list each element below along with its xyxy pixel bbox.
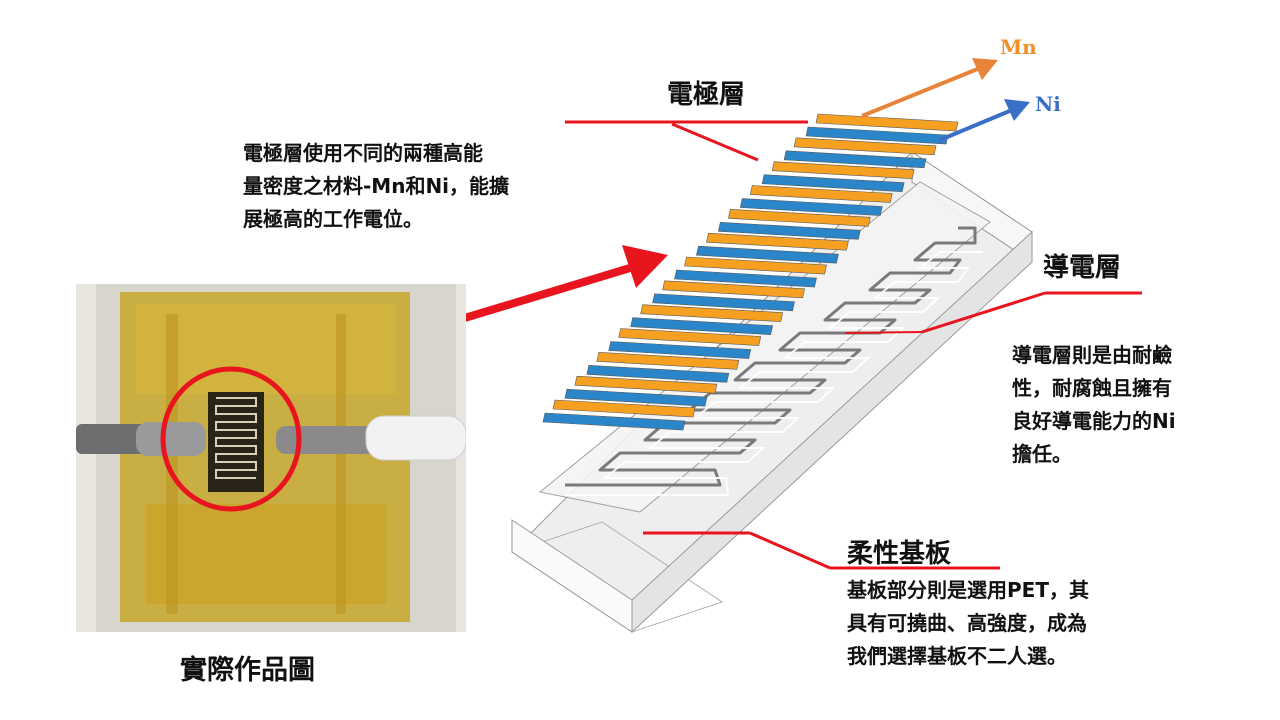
electrode-desc-line: 電極層使用不同的兩種高能 [243, 141, 483, 165]
substrate-desc-line: 我們選擇基板不二人選。 [847, 644, 1067, 668]
electrode-layer-description: 電極層使用不同的兩種高能 量密度之材料-Mn和Ni，能擴 展極高的工作電位。 [243, 137, 509, 236]
ni-electrode-strip [739, 198, 883, 216]
ni-electrode-strip [696, 245, 839, 264]
ni-electrode-strip [608, 341, 752, 359]
electrode-desc-line: 量密度之材料-Mn和Ni，能擴 [243, 174, 510, 198]
substrate-desc-line: 基板部分則是選用PET，其 [847, 578, 1089, 602]
serpentine-trace [565, 226, 977, 487]
mn-electrode-strip [552, 399, 696, 418]
conductive-desc-line: 導電層則是由耐鹼 [1012, 343, 1172, 367]
photo-caption: 實際作品圖 [180, 655, 315, 686]
substrate-title: 柔性基板 [847, 539, 952, 569]
mn-electrode-strip [793, 137, 937, 156]
conductive-desc-line: 性，耐腐蝕且擁有 [1012, 376, 1172, 400]
conductive-layer-title: 導電層 [1043, 253, 1122, 283]
mn-electrode-strip [771, 161, 915, 179]
electrode-layer [542, 113, 959, 431]
electrode-layer-title: 電極層 [667, 80, 746, 110]
mn-electrode-strip [640, 304, 784, 322]
conductive-desc-line: 良好導電能力的Ni [1012, 409, 1176, 433]
substrate-description: 基板部分則是選用PET，其 具有可撓曲、高強度，成為 我們選擇基板不二人選。 [847, 574, 1089, 673]
conductive-desc-line: 擔任。 [1012, 442, 1072, 466]
conductive-layer-description: 導電層則是由耐鹼 性，耐腐蝕且擁有 良好導電能力的Ni 擔任。 [1012, 339, 1176, 471]
ni-electrode-strip [761, 174, 905, 192]
ni-label: Ni [1035, 92, 1061, 116]
device-photo [76, 284, 466, 632]
ni-electrode-strip [717, 222, 861, 240]
ni-electrode-strip [542, 412, 686, 431]
mn-electrode-strip [596, 352, 740, 370]
mn-electrode-strip [662, 280, 805, 299]
ni-electrode-strip [564, 388, 708, 407]
substrate-desc-line: 具有可撓曲、高強度，成為 [847, 611, 1087, 635]
callout-lines [565, 120, 1142, 570]
mn-electrode-strip [574, 375, 718, 394]
mn-electrode-strip [684, 256, 827, 275]
ni-electrode-strip [586, 365, 730, 383]
ni-electrode-strip [805, 126, 949, 145]
ni-arrow [939, 99, 1030, 142]
mn-electrode-strip [727, 209, 871, 227]
ni-electrode-strip [630, 317, 774, 335]
mn-electrode-strip [815, 113, 959, 132]
mn-electrode-strip [749, 185, 893, 203]
mn-label: Mn [1000, 35, 1037, 59]
electrode-desc-line: 展極高的工作電位。 [243, 207, 423, 231]
mn-electrode-strip [706, 232, 849, 251]
mn-electrode-strip [618, 328, 762, 346]
mn-arrow [861, 58, 998, 118]
ni-electrode-strip [652, 293, 795, 312]
ni-electrode-strip [783, 150, 927, 169]
ni-electrode-strip [674, 269, 817, 288]
